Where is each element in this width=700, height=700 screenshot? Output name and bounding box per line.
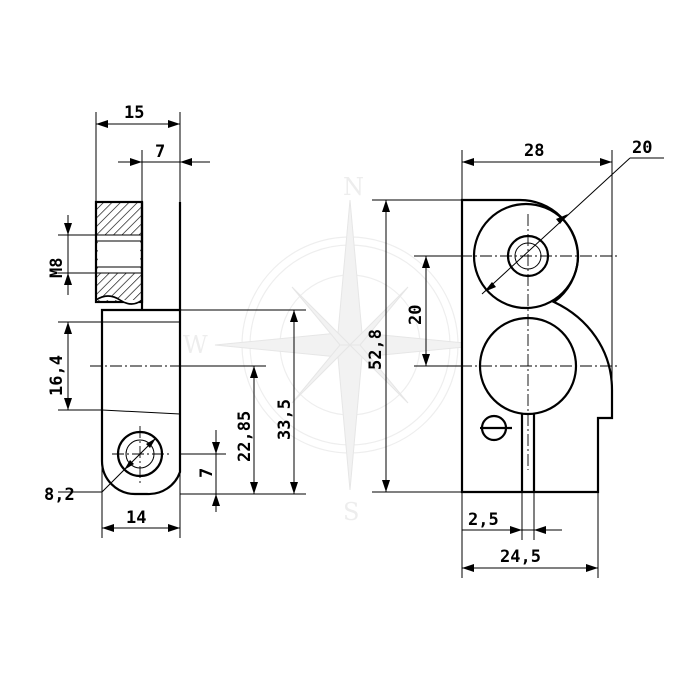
dim-front-top-width: 28 bbox=[524, 141, 544, 161]
compass-west-label: W bbox=[183, 331, 208, 359]
side-view: 15 7 M8 16,4 8,2 14 bbox=[44, 103, 306, 538]
front-view: 28 20 52,8 20 2,5 24,5 bbox=[366, 138, 664, 578]
dim-side-thread: M8 bbox=[47, 258, 67, 278]
compass-south-label: S bbox=[343, 498, 359, 526]
compass-north-label: N bbox=[343, 173, 364, 201]
dim-front-slot-width: 2,5 bbox=[468, 510, 499, 530]
compass-rose-icon: N S W E bbox=[183, 173, 518, 526]
dim-side-top-width: 15 bbox=[124, 103, 144, 123]
clamp-body-side bbox=[100, 308, 182, 496]
upper-bore bbox=[472, 202, 580, 310]
dim-front-bore: 20 bbox=[632, 138, 652, 158]
dim-side-hole-offset: 7 bbox=[197, 468, 217, 478]
dim-front-base-width: 24,5 bbox=[500, 547, 541, 567]
dim-side-bottom-width: 14 bbox=[126, 508, 146, 528]
dim-side-mid-height: 22,85 bbox=[235, 411, 255, 462]
dim-side-slot: 7 bbox=[155, 142, 165, 162]
dim-side-total-height: 33,5 bbox=[275, 399, 295, 440]
dim-side-upper-height: 16,4 bbox=[47, 355, 67, 396]
dim-front-bore-spacing: 20 bbox=[406, 305, 426, 325]
dim-front-total-height: 52,8 bbox=[366, 329, 386, 370]
dim-side-hole-diameter: 8,2 bbox=[44, 485, 75, 505]
